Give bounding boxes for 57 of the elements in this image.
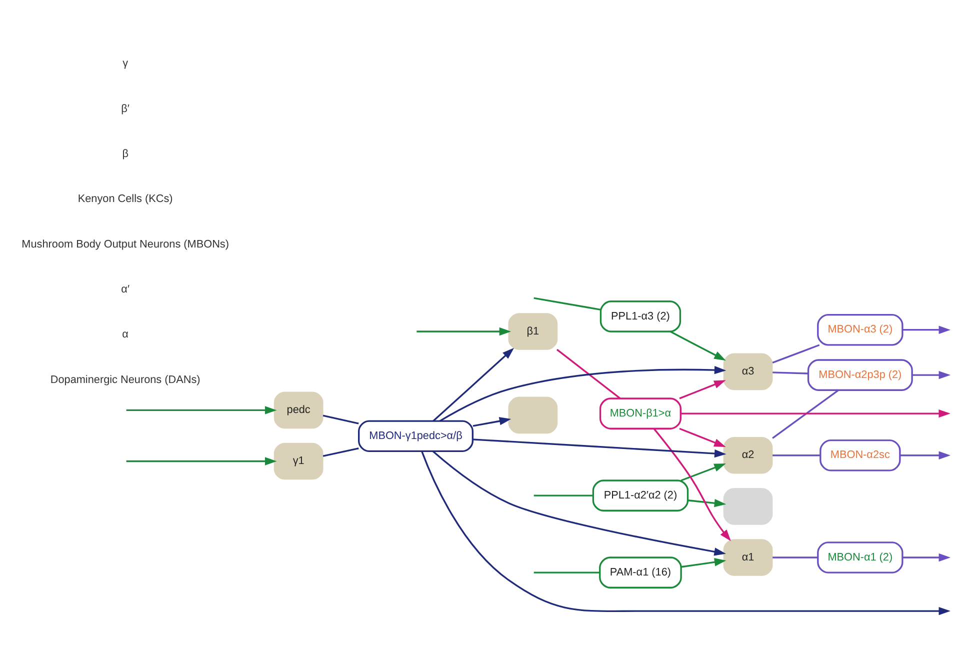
label: α xyxy=(122,328,128,341)
connector xyxy=(322,448,358,457)
arrow xyxy=(902,326,950,334)
arrow xyxy=(432,450,726,556)
node-box: MBON-α2sc xyxy=(819,439,900,472)
connector xyxy=(772,372,808,374)
label: Kenyon Cells (KCs) xyxy=(77,193,172,206)
arrow xyxy=(472,417,511,427)
label: Dopaminergic Neurons (DANs) xyxy=(50,374,200,386)
label: γ xyxy=(122,58,128,70)
arrow xyxy=(126,406,276,414)
arrow xyxy=(678,428,726,447)
arrow xyxy=(680,558,726,568)
node-box: α1 xyxy=(722,539,772,576)
arrow xyxy=(472,438,726,458)
arrow xyxy=(902,553,950,562)
connector xyxy=(772,390,838,439)
arrow xyxy=(420,450,950,615)
arrow xyxy=(669,330,726,361)
arrow xyxy=(680,463,726,482)
node-box: γ1 xyxy=(273,442,323,480)
node-box: pedc xyxy=(273,392,323,429)
node-box: α2 xyxy=(722,436,772,474)
node-box: MBON-β1>α xyxy=(598,398,681,430)
node-box: PPL1-α2′α2 (2) xyxy=(592,480,688,512)
label: Mushroom Body Output Neurons (MBONs) xyxy=(21,238,228,250)
label: β′ xyxy=(120,102,129,115)
node-box: α3 xyxy=(722,353,772,390)
arrow xyxy=(432,348,514,422)
arrow xyxy=(680,409,950,418)
label: α′ xyxy=(120,284,129,296)
arrow xyxy=(678,380,726,400)
arrow xyxy=(126,457,276,466)
node-box: MBON-γ1pedc>α/β xyxy=(358,420,473,452)
node-box: MBON-α2p3p (2) xyxy=(806,359,912,391)
node-box: β1 xyxy=(508,313,558,350)
connector xyxy=(556,348,620,399)
node-box xyxy=(722,488,772,525)
connector xyxy=(322,414,358,424)
connector xyxy=(533,572,600,574)
node-box: PPL1-α3 (2) xyxy=(599,300,681,332)
connector xyxy=(533,494,593,496)
arrow xyxy=(687,499,726,508)
node-box: MBON-α1 (2) xyxy=(816,542,903,574)
connector xyxy=(772,454,820,456)
arrow xyxy=(912,370,950,380)
connector xyxy=(772,556,818,558)
node-box xyxy=(508,396,558,434)
arrow xyxy=(899,451,950,460)
arrow xyxy=(416,327,511,336)
arrow xyxy=(438,366,726,422)
connector xyxy=(772,344,820,364)
node-box: PAM-α1 (16) xyxy=(598,556,682,588)
connector xyxy=(533,297,600,310)
node-box: MBON-α3 (2) xyxy=(816,314,903,346)
arrow xyxy=(652,428,730,542)
label: β xyxy=(122,148,128,160)
